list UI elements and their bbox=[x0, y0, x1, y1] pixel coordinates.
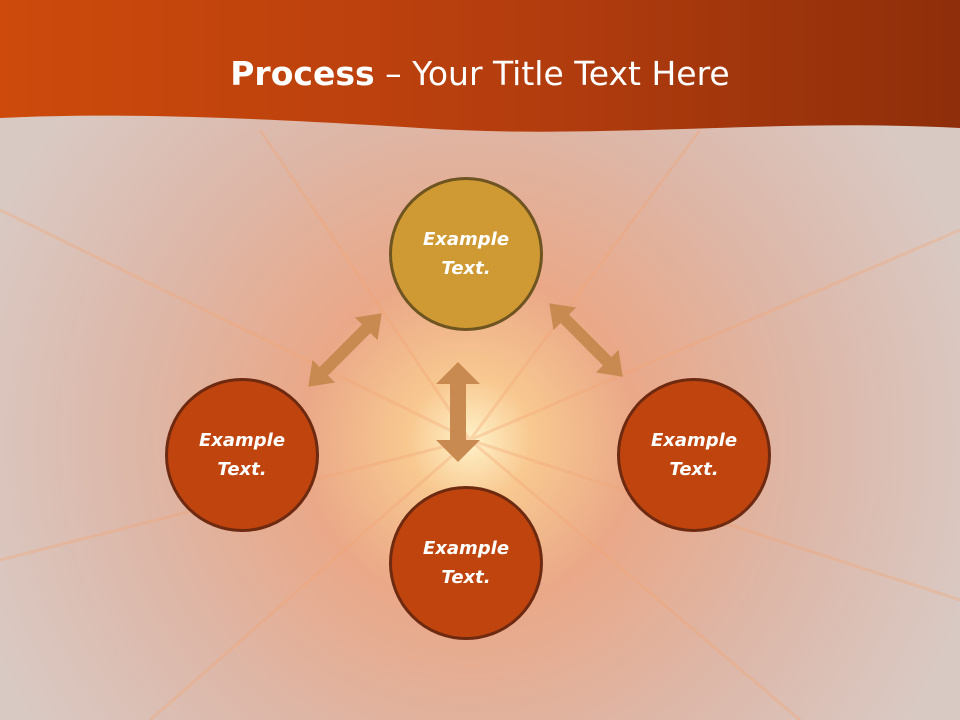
node-right-label: Example Text. bbox=[650, 430, 738, 480]
node-bottom-label: Example Text. bbox=[422, 538, 510, 588]
process-node-bottom: Example Text. bbox=[389, 486, 543, 640]
arrow-top-bottom bbox=[436, 362, 480, 462]
process-node-right: Example Text. bbox=[617, 378, 771, 532]
arrow-left-top bbox=[308, 313, 382, 387]
slide-title: Process – Your Title Text Here bbox=[0, 52, 960, 96]
title-rest: – Your Title Text Here bbox=[374, 54, 730, 93]
node-top-label: Example Text. bbox=[422, 229, 510, 279]
title-bold: Process bbox=[230, 54, 375, 93]
header-band bbox=[0, 0, 960, 132]
arrow-top-right bbox=[549, 303, 623, 377]
process-node-left: Example Text. bbox=[165, 378, 319, 532]
process-node-top: Example Text. bbox=[389, 177, 543, 331]
node-left-label: Example Text. bbox=[198, 430, 286, 480]
